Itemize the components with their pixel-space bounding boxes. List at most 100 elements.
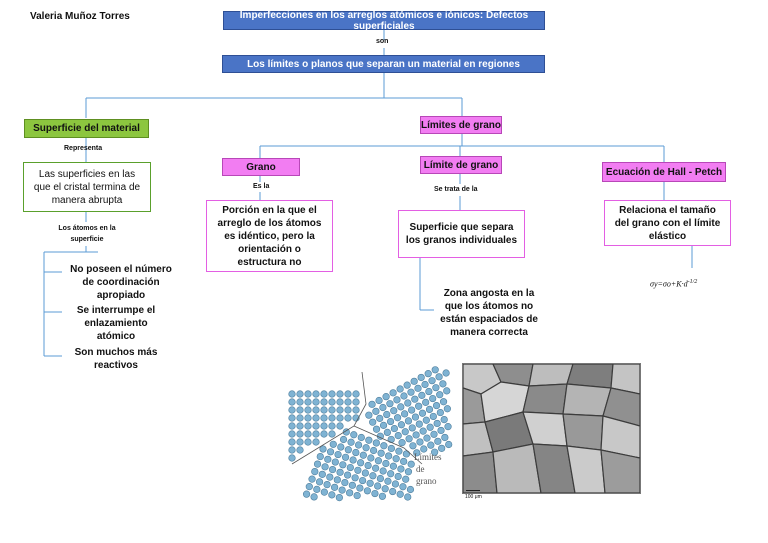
atom: [372, 425, 381, 433]
atom: [344, 414, 352, 422]
atom: [304, 422, 312, 430]
atom: [356, 484, 364, 492]
atom: [369, 472, 377, 480]
atom: [406, 485, 415, 494]
atom: [400, 457, 408, 466]
atom: [336, 414, 344, 422]
atom: [313, 485, 321, 493]
atom: [305, 483, 313, 491]
atom: [392, 455, 400, 463]
atom: [288, 454, 296, 462]
atom: [311, 468, 319, 476]
atom: [335, 494, 343, 502]
atom: [342, 428, 350, 436]
atom: [334, 450, 342, 459]
atom: [399, 483, 407, 491]
atom: [302, 490, 311, 498]
atom: [296, 406, 304, 414]
atom: [338, 486, 346, 494]
atom: [425, 387, 433, 396]
atom: [328, 422, 336, 430]
atom: [443, 405, 451, 413]
atom: [385, 452, 393, 460]
atom: [408, 406, 416, 414]
atom: [296, 422, 304, 430]
grano-header: Grano: [222, 158, 300, 176]
link-son: son: [376, 38, 389, 45]
atom: [418, 391, 426, 399]
atom: [304, 438, 312, 446]
atom: [304, 430, 312, 438]
grain-atoms-figure: Límites de grano: [288, 366, 453, 502]
superficie-link: Representa: [64, 145, 103, 152]
atom: [433, 419, 441, 428]
atom: [288, 406, 296, 414]
atom: [324, 455, 332, 463]
atom: [312, 438, 320, 446]
superficie-item-3: Son muchos más reactivos: [74, 347, 158, 371]
atom: [380, 442, 388, 450]
atom: [401, 410, 409, 418]
author-name: Valeria Muñoz Torres: [30, 11, 130, 22]
atom: [320, 398, 328, 406]
atom: [312, 398, 320, 406]
atom: [351, 474, 359, 482]
atom: [444, 423, 452, 431]
atom: [339, 461, 347, 469]
atom: [304, 390, 312, 398]
atom: [320, 430, 328, 438]
atom: [328, 414, 336, 422]
atom: [359, 451, 367, 459]
atom: [333, 476, 341, 484]
atom: [312, 414, 320, 422]
atom: [430, 430, 438, 438]
atom: [408, 424, 416, 432]
atom: [402, 450, 411, 458]
atom: [395, 447, 403, 455]
atom: [432, 384, 440, 392]
limite-link: Se trata de la: [434, 186, 478, 193]
atom: [421, 380, 429, 389]
scale-label: 100 μm: [465, 494, 482, 500]
atom: [375, 396, 383, 405]
atom: [341, 478, 349, 487]
atom: [354, 441, 363, 449]
atom: [431, 448, 439, 456]
atom: [372, 407, 380, 415]
limites-header: Límites de grano: [420, 116, 502, 134]
atom: [429, 412, 437, 421]
atom: [372, 439, 380, 447]
atom: [330, 483, 339, 491]
atom: [386, 417, 395, 426]
atom: [366, 479, 374, 487]
atom: [352, 406, 360, 414]
atom: [416, 438, 424, 446]
atom: [427, 441, 435, 449]
atom: [328, 465, 337, 474]
atom: [312, 430, 320, 438]
atom: [378, 492, 387, 500]
atom: [382, 393, 390, 401]
superficie-desc: Las superficies en las que el cristal te…: [23, 162, 151, 212]
atom: [386, 400, 394, 408]
atom: [389, 389, 397, 397]
atom: [344, 406, 352, 414]
atom: [304, 398, 312, 406]
atom: [328, 390, 336, 398]
atom: [336, 406, 344, 414]
atom: [344, 390, 352, 398]
atom: [435, 373, 443, 381]
atom: [419, 427, 427, 435]
atom: [362, 444, 370, 452]
atom: [313, 460, 322, 468]
atom: [440, 416, 448, 424]
atom: [377, 449, 385, 457]
atom: [379, 467, 387, 475]
limite-sub: Zona angosta en la que los átomos no est…: [440, 288, 538, 338]
atom: [404, 399, 412, 407]
atom: [436, 408, 444, 417]
atom: [312, 406, 320, 414]
atom: [363, 487, 372, 495]
atom: [352, 448, 360, 457]
atom: [407, 460, 415, 468]
